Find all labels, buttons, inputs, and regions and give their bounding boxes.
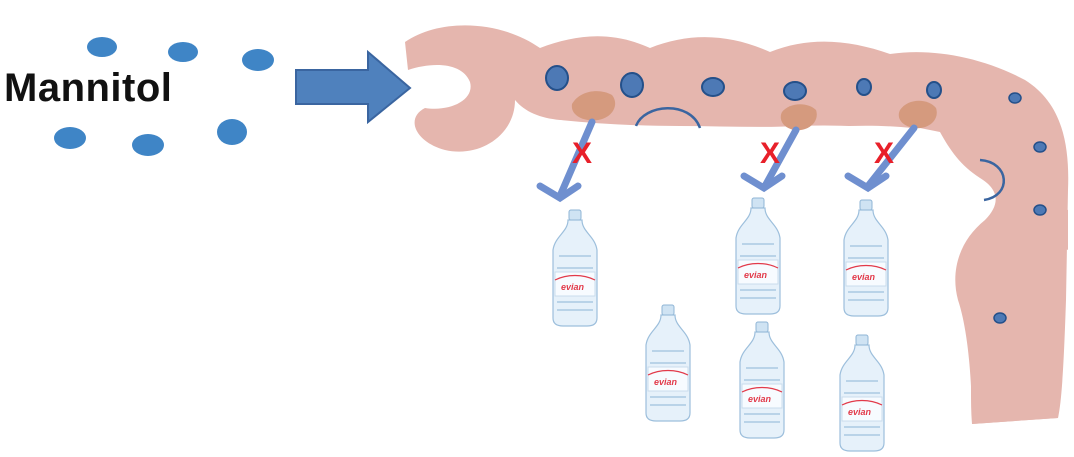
bottle-brand-label: evian	[654, 377, 678, 387]
particle	[857, 79, 871, 95]
particle	[1034, 142, 1046, 152]
particle	[702, 78, 724, 96]
particle	[1009, 93, 1021, 103]
blocked-arrow-head	[744, 176, 782, 188]
block-x-mark: X	[572, 137, 592, 170]
block-x-mark: X	[874, 137, 894, 170]
water-bottle: evian	[553, 210, 597, 326]
particle	[242, 49, 274, 71]
block-x-mark: X	[760, 137, 780, 170]
particle	[217, 119, 247, 145]
particle	[621, 73, 643, 97]
water-bottles: evian evian evian evian evian evian	[553, 198, 888, 451]
particle	[87, 37, 117, 57]
particle	[132, 134, 164, 156]
particle	[54, 127, 86, 149]
particle	[546, 66, 568, 90]
entry-arrow	[296, 52, 410, 122]
water-bottle: evian	[740, 322, 784, 438]
bottle-brand-label: evian	[744, 270, 768, 280]
particle	[994, 313, 1006, 323]
bottle-brand-label: evian	[748, 394, 772, 404]
mannitol-particles-outside	[54, 37, 274, 156]
bottle-brand-label: evian	[852, 272, 876, 282]
particle	[927, 82, 941, 98]
water-bottle: evian	[736, 198, 780, 314]
water-bottle: evian	[646, 305, 690, 421]
bottle-brand-label: evian	[848, 407, 872, 417]
water-bottle: evian	[840, 335, 884, 451]
intestine-shape	[405, 25, 1068, 424]
water-bottle: evian	[844, 200, 888, 316]
particle	[1034, 205, 1046, 215]
particle	[784, 82, 806, 100]
bottle-brand-label: evian	[561, 282, 585, 292]
particle	[168, 42, 198, 62]
